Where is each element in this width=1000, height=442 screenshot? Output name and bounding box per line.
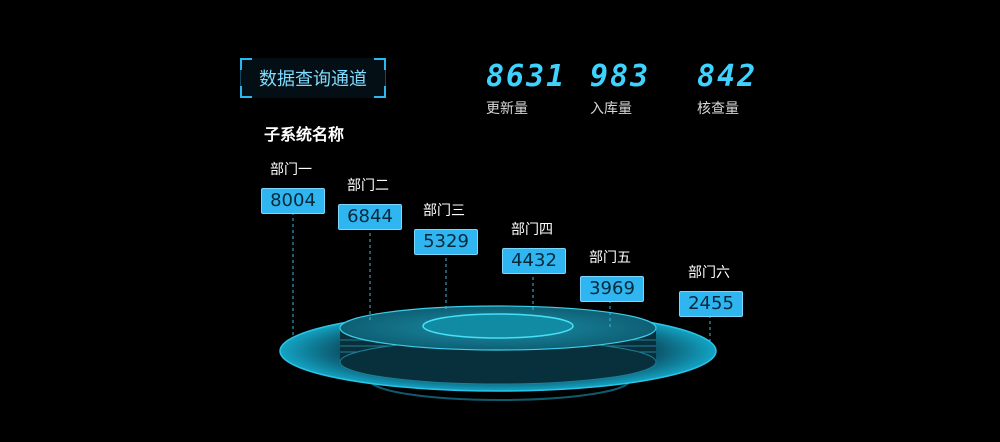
stat-value: 842: [697, 59, 758, 94]
dept-name: 部门五: [589, 250, 631, 266]
frame-line: [385, 66, 386, 90]
stat-label: 入库量: [590, 101, 632, 117]
stat-label: 更新量: [486, 101, 528, 117]
dept-value[interactable]: 2455: [679, 291, 743, 317]
stat-value: 8631: [486, 59, 567, 94]
dept-name: 部门一: [270, 162, 312, 178]
stat-check-count: 842 核查量: [697, 62, 757, 118]
title-text: 数据查询通道: [259, 69, 367, 90]
dept-name: 部门二: [347, 178, 389, 194]
frame-line: [240, 66, 241, 90]
corner-decoration: [374, 58, 386, 70]
stat-value: 983: [590, 59, 651, 94]
dept-value[interactable]: 3969: [580, 276, 644, 302]
stat-update-count: 8631 更新量: [486, 59, 567, 118]
subsystem-name-heading: 子系统名称: [264, 125, 345, 144]
dept-value[interactable]: 5329: [414, 229, 478, 255]
corner-decoration: [240, 58, 252, 70]
dept-value[interactable]: 6844: [338, 204, 402, 230]
dept-value[interactable]: 4432: [502, 248, 566, 274]
corner-decoration: [240, 86, 252, 98]
dept-name: 部门三: [423, 203, 465, 219]
dept-name: 部门四: [511, 222, 553, 238]
stat-label: 核查量: [697, 101, 739, 117]
data-query-channel-title: 数据查询通道: [240, 58, 386, 98]
stat-storage-count: 983 入库量: [590, 62, 650, 118]
dept-name: 部门六: [688, 265, 730, 281]
corner-decoration: [374, 86, 386, 98]
dept-value[interactable]: 8004: [261, 188, 325, 214]
